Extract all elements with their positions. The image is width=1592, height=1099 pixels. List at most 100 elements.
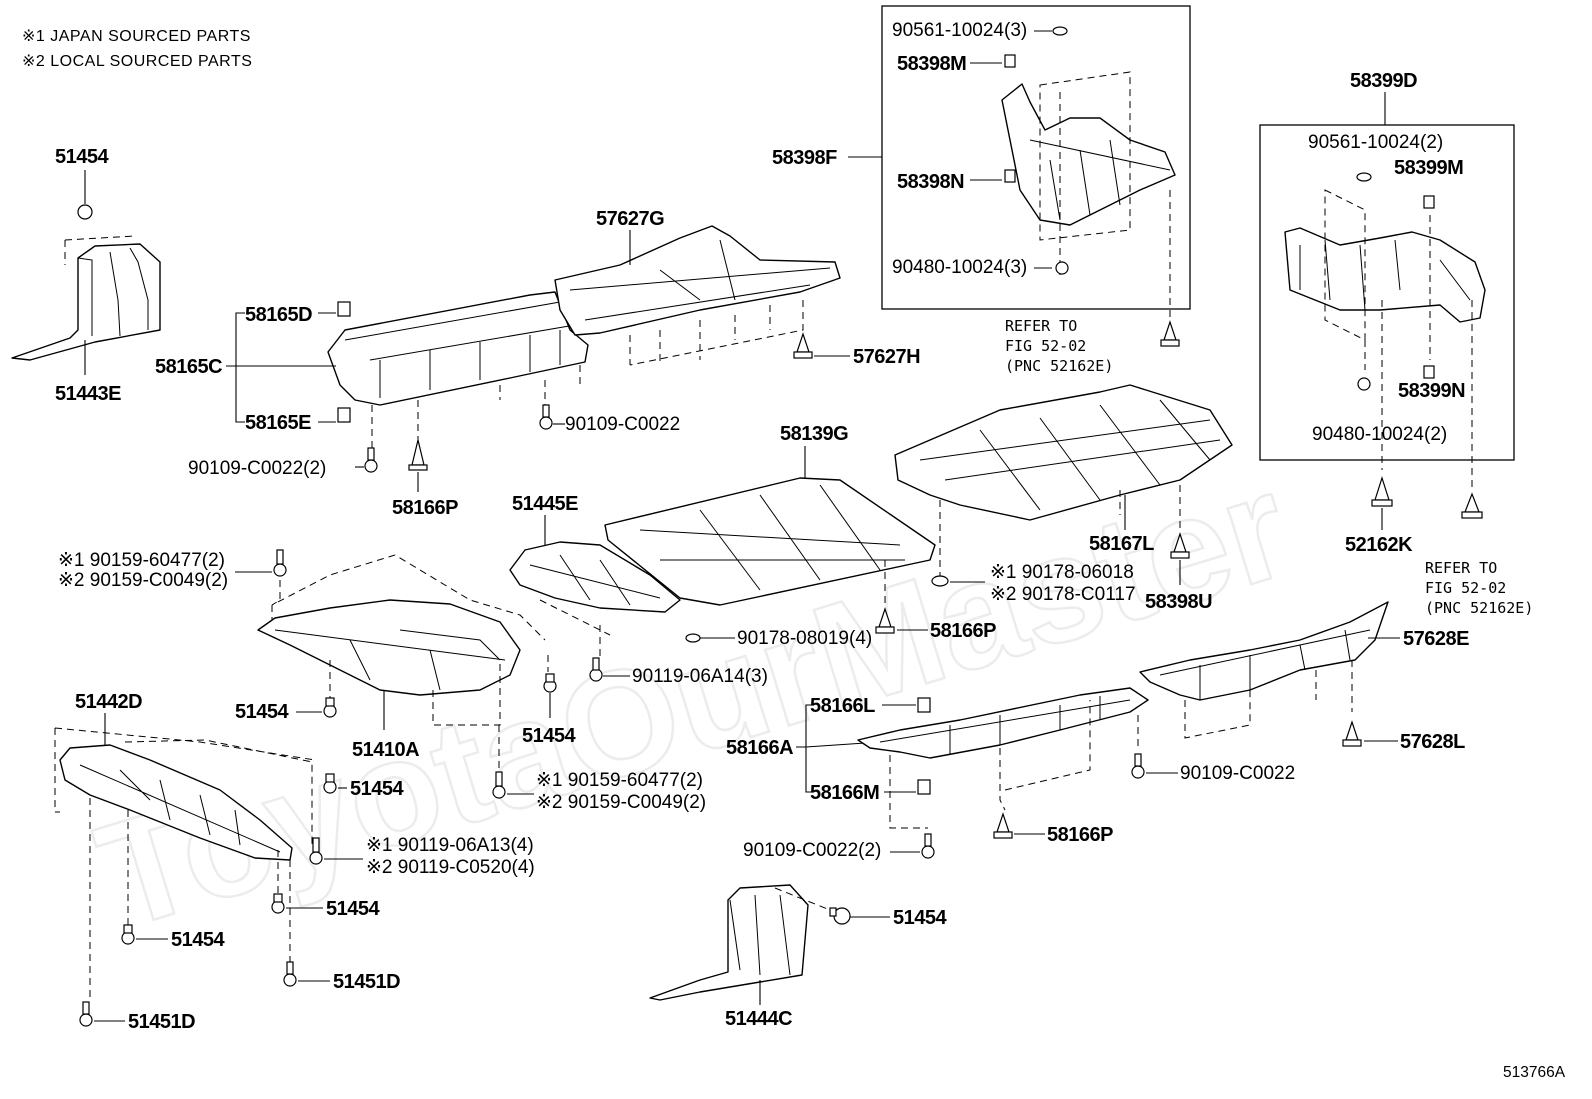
clip-icon (1371, 476, 1393, 507)
label-90178-08019-4[interactable]: 90178-08019(4) (737, 628, 872, 649)
bolt-icon (283, 961, 297, 987)
label-57627G[interactable]: 57627G (596, 208, 665, 230)
label-90109-C0022[interactable]: 90109-C0022 (565, 414, 680, 435)
part-51445E-shape (509, 541, 681, 613)
clip-icon (77, 170, 93, 220)
label-58399N[interactable]: 58399N (1398, 380, 1466, 402)
label-58166A[interactable]: 58166A (726, 737, 794, 759)
refer-to-line1b: REFER TO (1425, 559, 1497, 577)
part-57627G-shape (554, 225, 841, 336)
nut-icon (931, 575, 949, 587)
label-51454-c[interactable]: 51454 (522, 725, 577, 747)
label-51451D-b[interactable]: 51451D (128, 1011, 196, 1033)
label-90480-10024-3[interactable]: 90480-10024(3) (892, 257, 1027, 278)
label-58166M[interactable]: 58166M (810, 782, 880, 804)
bolt-icon (79, 1001, 93, 1027)
part-51443E-shape (11, 235, 161, 361)
label-51454[interactable]: 51454 (55, 146, 110, 168)
label-n2-90159-C0049-b[interactable]: ※2 90159-C0049(2) (536, 792, 706, 813)
label-90109-C0022-2-b[interactable]: 90109-C0022(2) (743, 840, 881, 861)
label-n2-90159-C0049-a[interactable]: ※2 90159-C0049(2) (58, 570, 228, 591)
bolt-icon (309, 837, 323, 865)
part-58166A-shape (857, 687, 1149, 759)
label-57627H[interactable]: 57627H (853, 346, 921, 368)
clip-icon (829, 907, 851, 925)
refer-to-line2b: FIG 52-02 (1425, 579, 1506, 597)
label-n2-90119-C0520[interactable]: ※2 90119-C0520(4) (366, 857, 535, 878)
clip-icon (875, 607, 895, 634)
label-58165E[interactable]: 58165E (245, 412, 312, 434)
label-57628L[interactable]: 57628L (1400, 731, 1466, 753)
label-n2-90178-C0117[interactable]: ※2 90178-C0117 (990, 584, 1136, 605)
label-58399M[interactable]: 58399M (1394, 157, 1464, 179)
clip-icon (121, 924, 135, 945)
label-51444C[interactable]: 51444C (725, 1008, 793, 1030)
note-local-sourced: ※2 LOCAL SOURCED PARTS (22, 53, 252, 70)
bolt-icon (539, 404, 553, 430)
label-58139G[interactable]: 58139G (780, 423, 849, 445)
label-58165D[interactable]: 58165D (245, 304, 313, 326)
part-51442D-shape (59, 744, 293, 861)
label-51443E[interactable]: 51443E (55, 383, 122, 405)
label-58398M[interactable]: 58398M (897, 53, 967, 75)
label-58167L[interactable]: 58167L (1089, 533, 1155, 555)
part-58399D-shape (1284, 227, 1486, 323)
part-51444C-shape (649, 884, 809, 1001)
bolt-icon (921, 833, 935, 859)
label-51445E[interactable]: 51445E (512, 493, 579, 515)
label-90480-10024-2[interactable]: 90480-10024(2) (1312, 424, 1447, 445)
label-58166P-c[interactable]: 58166P (1047, 824, 1114, 846)
clip-icon (543, 673, 557, 693)
label-58166L[interactable]: 58166L (810, 695, 876, 717)
clip-icon (337, 407, 351, 423)
bolt-icon (1131, 753, 1145, 779)
clip-icon (1342, 720, 1362, 747)
label-58398N[interactable]: 58398N (897, 171, 965, 193)
label-58165C[interactable]: 58165C (155, 356, 223, 378)
label-52162K[interactable]: 52162K (1345, 534, 1414, 556)
nut-icon (1356, 172, 1372, 182)
refer-to-line3: (PNC 52162E) (1005, 357, 1113, 375)
part-51410A-shape (257, 599, 521, 696)
clip-icon (323, 697, 337, 718)
clip-icon (1160, 320, 1180, 347)
label-51410A[interactable]: 51410A (352, 739, 420, 761)
label-90119-06A14-3[interactable]: 90119-06A14(3) (632, 666, 768, 687)
bolt-icon (1004, 54, 1016, 68)
clip-icon (271, 893, 285, 914)
label-n1-90159-60477-a[interactable]: ※1 90159-60477(2) (58, 550, 225, 571)
label-58166P[interactable]: 58166P (392, 497, 459, 519)
label-90561-10024-3[interactable]: 90561-10024(3) (892, 20, 1027, 41)
label-58399D[interactable]: 58399D (1350, 70, 1418, 92)
label-57628E[interactable]: 57628E (1403, 628, 1470, 650)
label-58398U[interactable]: 58398U (1145, 591, 1213, 613)
label-58166P-b[interactable]: 58166P (930, 620, 997, 642)
label-51454-b[interactable]: 51454 (235, 701, 290, 723)
part-57628E-shape (1139, 601, 1389, 701)
part-58139G-shape (604, 477, 936, 606)
group-box-58399D (1259, 124, 1515, 461)
label-51451D-a[interactable]: 51451D (333, 971, 401, 993)
label-51454-e[interactable]: 51454 (326, 898, 381, 920)
label-51454-f[interactable]: 51454 (171, 929, 226, 951)
label-n1-90178-06018[interactable]: ※1 90178-06018 (990, 562, 1134, 583)
part-58167L-shape (894, 384, 1233, 521)
clip-icon (408, 439, 428, 471)
label-58398F[interactable]: 58398F (772, 147, 838, 169)
label-n1-90119-06A13[interactable]: ※1 90119-06A13(4) (366, 835, 534, 856)
label-51454-g[interactable]: 51454 (893, 907, 948, 929)
clip-icon (323, 773, 337, 794)
label-51442D[interactable]: 51442D (75, 691, 143, 713)
bolt-icon (1423, 365, 1435, 379)
bolt-icon (1423, 195, 1435, 209)
bolt-icon (1004, 169, 1016, 183)
label-n1-90159-60477-b[interactable]: ※1 90159-60477(2) (536, 770, 703, 791)
label-51454-d[interactable]: 51454 (350, 778, 405, 800)
label-90109-C0022-b[interactable]: 90109-C0022 (1180, 763, 1295, 784)
clip-icon (793, 332, 813, 359)
bolt-icon (273, 549, 287, 577)
label-90561-10024-2[interactable]: 90561-10024(2) (1308, 132, 1443, 153)
clip-icon (1461, 492, 1483, 519)
label-90109-C0022-2[interactable]: 90109-C0022(2) (188, 458, 326, 479)
